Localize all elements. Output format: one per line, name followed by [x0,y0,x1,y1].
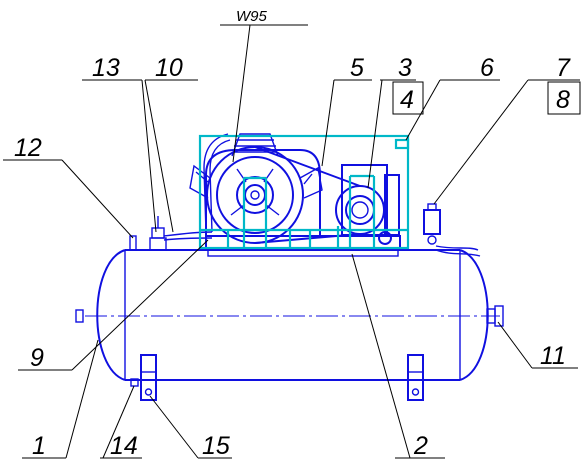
callout-12: 12 [14,134,42,162]
callout-labels: W95 13 10 12 5 3 4 6 7 8 9 11 1 14 15 2 [14,8,571,460]
callout-6: 6 [480,54,494,82]
callout-8: 8 [556,86,570,114]
callout-5: 5 [350,54,364,82]
callout-4: 4 [400,86,414,114]
model-label: W95 [236,8,268,25]
callout-11: 11 [540,342,566,370]
leader-lines [3,24,580,459]
callout-15: 15 [202,432,230,460]
drive-belt [254,146,361,244]
tank-top-fittings [129,216,167,251]
callout-1: 1 [32,432,46,460]
callout-3: 3 [398,54,412,82]
callout-7: 7 [556,54,571,82]
callout-13: 13 [92,54,120,82]
receiver-tank [75,249,504,381]
callout-9: 9 [30,344,44,372]
discharge-hose [163,231,213,241]
pressure-switch [423,203,481,257]
callout-box-8 [547,81,581,115]
belt-guard [198,134,410,250]
callout-10: 10 [155,54,183,82]
callout-box-4 [392,81,424,115]
drain-valve [130,378,139,387]
base-plate [205,235,401,257]
callout-2: 2 [413,432,428,460]
pump-head [189,133,323,244]
callout-14: 14 [110,432,138,460]
tank-feet [140,354,424,401]
